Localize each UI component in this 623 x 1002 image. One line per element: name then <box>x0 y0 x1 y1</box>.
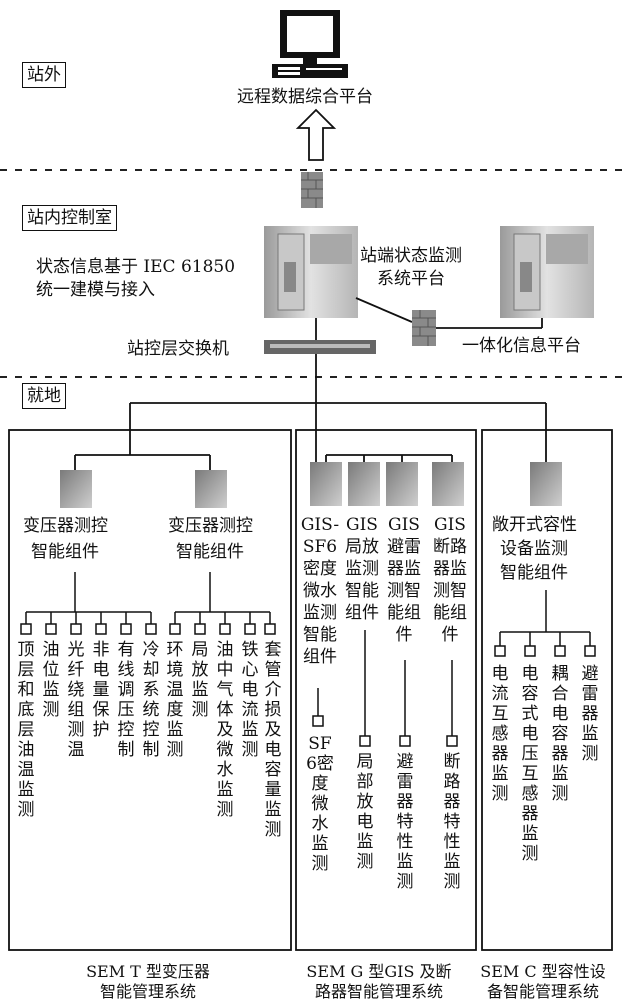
transformer-caption-line2: 智能管理系统 <box>99 982 196 1001</box>
server-icon-right <box>500 226 594 318</box>
gis-col2: GIS局放监测智能组件 <box>345 515 379 623</box>
transformer-item: 油位监测 <box>42 640 60 720</box>
gis-item: SF6密度微水监测 <box>306 734 334 874</box>
gis-col4: GIS断路器监测智能组件 <box>433 515 467 645</box>
network-switch-icon <box>264 340 376 354</box>
panel-transformer <box>8 429 292 951</box>
zone-control-room-label: 站内控制室 <box>22 205 117 231</box>
zone-outside-label: 站外 <box>22 62 66 88</box>
transformer-item: 光纤绕组测温 <box>67 640 85 760</box>
gis-col1: GIS- SF6 密度 微水 监测 智能 组件 <box>300 515 340 667</box>
switch-label: 站控层交换机 <box>127 339 229 359</box>
transformer-component1-line2: 智能组件 <box>31 542 99 562</box>
modeling-note-line2: 统一建模与接入 <box>36 280 155 300</box>
capacitor-component-line2: 设备监测 <box>500 539 568 559</box>
transformer-item: 环境温度监测 <box>166 640 184 760</box>
station-platform-line1: 站端状态监测 <box>360 246 462 266</box>
firewall-icon <box>301 172 323 208</box>
capacitor-caption-line1: SEM C 型容性设 <box>480 962 606 981</box>
tree-nodes <box>20 612 276 635</box>
remote-platform-label: 远程数据综合平台 <box>237 87 373 107</box>
transformer-item: 顶层和底层油温监测 <box>17 640 35 820</box>
capacitor-component-line3: 智能组件 <box>500 563 568 583</box>
transformer-item: 铁心电流监测 <box>241 640 259 760</box>
transformer-item: 冷却系统控制 <box>142 640 160 760</box>
panel-capacitor <box>481 429 613 951</box>
transformer-item: 非电量保护 <box>92 640 110 740</box>
server-icon <box>264 226 358 318</box>
computer-icon <box>272 10 348 78</box>
gis-col3: GIS避雷器监测智能组件 <box>387 515 421 645</box>
capacitor-item: 避雷器监测 <box>581 664 599 764</box>
transformer-component2-line2: 智能组件 <box>176 542 244 562</box>
modeling-note-line1: 状态信息基于 IEC 61850 <box>36 257 236 277</box>
capacitor-item: 电流互感器监测 <box>491 664 509 804</box>
transformer-item: 油中气体及微水监测 <box>216 640 234 820</box>
transformer-item: 套管介损及电容量监测 <box>264 640 282 840</box>
station-platform-line2: 系统平台 <box>377 269 445 289</box>
device-icon <box>60 462 562 508</box>
gis-caption-line1: SEM G 型GIS 及断 <box>306 962 452 981</box>
transformer-component1-line1: 变压器测控 <box>23 516 108 536</box>
gis-item: 局部放电监测 <box>356 752 374 872</box>
transformer-item: 有线调压控制 <box>117 640 135 760</box>
capacitor-component-line1: 敞开式容性 <box>492 515 577 535</box>
gis-item: 断路器特性监测 <box>443 752 461 892</box>
transformer-item: 局放监测 <box>191 640 209 720</box>
capacitor-caption-line2: 备智能管理系统 <box>486 982 599 1001</box>
panel-gis <box>295 429 477 951</box>
capacitor-item: 耦合电容器监测 <box>551 664 569 804</box>
integrated-platform-label: 一体化信息平台 <box>462 336 581 356</box>
transformer-caption-line1: SEM T 型变压器 <box>86 962 210 981</box>
transformer-component2-line1: 变压器测控 <box>168 516 253 536</box>
firewall-icon-right <box>412 310 436 346</box>
gis-item: 避雷器特性监测 <box>396 752 414 892</box>
zone-local-label: 就地 <box>22 383 66 409</box>
gis-caption-line2: 路器智能管理系统 <box>314 982 443 1001</box>
capacitor-item: 电容式电压互感器监测 <box>521 664 539 864</box>
